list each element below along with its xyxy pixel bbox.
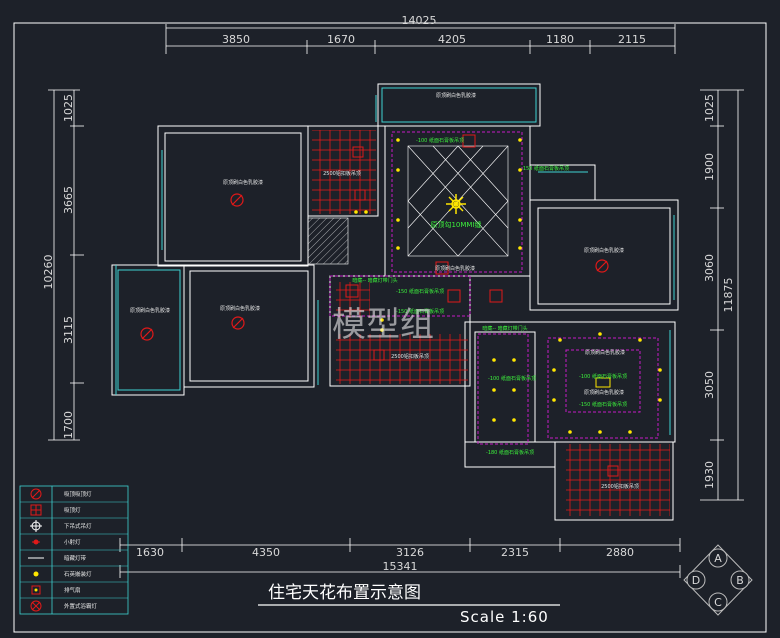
dim-top-1: 3850 (222, 33, 250, 46)
room-label-living-groove: 原顶勾10MMI缝 (430, 220, 481, 229)
dim-bottom-1: 1630 (136, 546, 164, 559)
label-dark-trough-2: 暗藏-- 暗藏灯带门头 (482, 325, 527, 332)
room-label-balcony: 原顶刷白色乳胶漆 (436, 92, 476, 99)
label-plaster-180: -180 纸面石膏板吊顶 (486, 449, 534, 456)
dim-top-3: 4205 (438, 33, 466, 46)
dim-right-1: 1025 (703, 94, 716, 122)
room-label-lounge-inner: 原顶刷白色乳胶漆 (584, 389, 624, 396)
dim-right-5: 1930 (703, 461, 716, 489)
legend-label-1: 吸顶吸顶灯 (64, 490, 92, 498)
dim-top-4: 1180 (546, 33, 574, 46)
dining-grid-ceiling (336, 334, 468, 384)
legend-label-5: 暗藏灯带 (64, 554, 87, 562)
room-label-dining: 2500铝扣板吊顶 (391, 353, 429, 360)
dim-right-4: 3050 (703, 371, 716, 399)
spotlights (354, 138, 662, 434)
label-plaster-150d: -150 纸面石膏板吊顶 (579, 401, 627, 408)
dim-left-3: 3115 (62, 316, 75, 344)
room-label-bed2: 原顶刷白色乳胶漆 (220, 305, 260, 312)
window-frames (115, 95, 675, 435)
label-dark-trough: 暗藏-- 暗藏灯带门头 (352, 277, 397, 284)
hatched-shaft (307, 217, 349, 265)
room-label-lounge: 原顶刷白色乳胶漆 (585, 349, 625, 356)
bottom-dimensions (119, 538, 681, 578)
recessed-light-icon (33, 571, 39, 577)
label-plaster-100a: -100 纸面石膏板吊顶 (416, 137, 464, 144)
top-dimensions (165, 24, 676, 54)
legend-label-7: 排气扇 (64, 586, 81, 594)
dim-left-4: 1700 (62, 411, 75, 439)
bath-grid-ceiling (566, 444, 670, 516)
dim-left-2: 3665 (62, 186, 75, 214)
dim-bottom-total: 15341 (383, 560, 418, 573)
ceiling-lamps (345, 134, 619, 477)
room-label-master: 原顶刷白色乳胶漆 (223, 179, 263, 186)
ceiling-grid-lamp-icon (30, 504, 42, 516)
room-label-bed3: 原顶刷白色乳胶漆 (130, 307, 170, 314)
compass-c: C (714, 596, 722, 609)
bath-heater-icon (30, 600, 42, 612)
dim-bottom-2: 4350 (252, 546, 280, 559)
label-plaster-100b: -100 纸面石膏板吊顶 (488, 375, 536, 382)
dim-right-3: 3060 (703, 254, 716, 282)
downlight-fan-icon (30, 520, 42, 532)
floor-plan-walls (111, 83, 679, 521)
dim-top-2: 1670 (327, 33, 355, 46)
small-spotlight-icon (32, 539, 40, 545)
room-label-kitchen: 2500铝扣板吊顶 (323, 170, 361, 177)
legend-box (19, 485, 129, 615)
ceiling-light-box (595, 377, 611, 388)
dim-right-total: 11875 (722, 278, 735, 313)
compass-a: A (714, 552, 722, 565)
dim-bottom-4: 2315 (501, 546, 529, 559)
label-plaster-150a: -150 纸面石膏板吊顶 (521, 165, 569, 172)
dim-left-1: 1025 (62, 94, 75, 122)
compass-b: B (736, 574, 744, 587)
dim-top-total: 14025 (402, 14, 437, 27)
label-plaster-150c: -150 纸面石膏板吊顶 (396, 308, 444, 315)
pendant-lamps (140, 193, 609, 341)
legend-label-8: 外置式浴霸灯 (64, 602, 98, 610)
room-label-bed4: 原顶刷白色乳胶漆 (584, 247, 624, 254)
chandelier-icon (446, 194, 466, 214)
dim-bottom-5: 2880 (606, 546, 634, 559)
plaster-ceiling-outlines (329, 131, 659, 445)
pendant-lamp-icon (30, 488, 42, 500)
dim-bottom-3: 3126 (396, 546, 424, 559)
drawing-frame (13, 22, 767, 633)
dim-top-5: 2115 (618, 33, 646, 46)
dim-right-2: 1900 (703, 153, 716, 181)
compass-icon (683, 544, 753, 616)
left-dimensions (48, 89, 84, 441)
right-dimensions (700, 89, 744, 501)
compass-d: D (692, 574, 700, 587)
legend-label-4: 小射灯 (64, 538, 81, 546)
label-plaster-100c: -100 纸面石膏板吊顶 (579, 373, 627, 380)
legend-label-6: 石英嵌装灯 (64, 570, 92, 578)
exhaust-fan-icon (31, 585, 41, 595)
legend-label-2: 吸顶灯 (64, 506, 81, 514)
dim-left-total: 10260 (42, 255, 55, 290)
room-label-living: 原顶刷白色乳胶漆 (435, 265, 475, 272)
drawing-scale: Scale 1:60 (460, 608, 549, 626)
drawing-title: 住宅天花布置示意图 (268, 583, 421, 603)
watermark: 模型组 (332, 305, 434, 345)
legend-label-3: 下吊式吊灯 (64, 522, 92, 530)
label-plaster-150b: -150 纸面石膏板吊顶 (396, 288, 444, 295)
room-label-bath: 2500铝扣板吊顶 (601, 483, 639, 490)
small-grid-ceiling (336, 282, 370, 318)
